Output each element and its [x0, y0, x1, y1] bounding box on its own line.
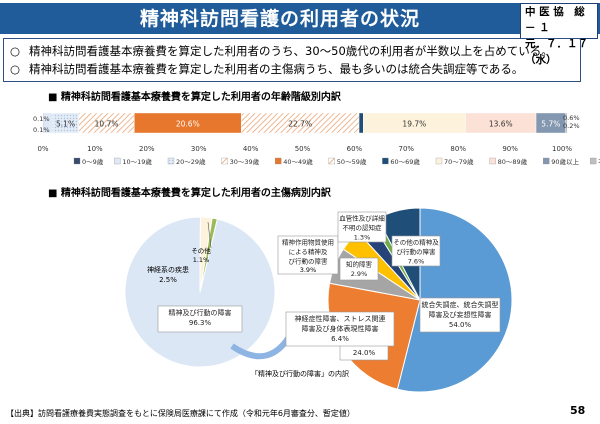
legend-swatch	[543, 157, 550, 165]
key-point: ○ 精神科訪問看護基本療養費を算定した利用者の主傷病うち、最も多いのは統合失調症…	[10, 60, 574, 78]
pie-slice	[199, 217, 218, 293]
leader-line	[207, 221, 212, 249]
pie-label: 障害及び身体表現性障害	[302, 324, 379, 333]
bullet-circle-icon: ○	[10, 62, 21, 76]
bar-data-label: 13.6%	[489, 120, 513, 129]
pie-label: 7.6%	[408, 258, 425, 266]
key-point-text: 精神科訪問看護基本療養費を算定した利用者の主傷病うち、最も多いのは統合失調症等で…	[29, 62, 524, 76]
label-box	[285, 311, 395, 347]
legend-swatch	[167, 157, 175, 165]
legend-label: 0～9歳	[82, 157, 104, 166]
label-box	[419, 297, 501, 333]
bar-data-label: 5.7%	[541, 120, 560, 129]
key-point: ○ 精神科訪問看護基本療養費を算定した利用者のうち、30～50歳代の利用者が半数…	[10, 42, 574, 60]
title-banner: 精神科訪問看護の利用者の状況	[0, 0, 600, 34]
legend-label: 30～39歳	[230, 157, 260, 166]
pie-label: 不明の認知症	[343, 223, 383, 232]
source-footnote: 【出典】訪問看護療養費実態調査をもとに保険局医療課にて作成（令和元年6月審査分、…	[6, 409, 355, 418]
x-tick-label: 70%	[399, 145, 415, 153]
pie-label: その他の精神及	[393, 238, 439, 247]
page-number: 58	[570, 404, 586, 417]
pie-label: 精神及び行動の障害	[169, 308, 232, 317]
pie-label: 2.5%	[159, 276, 177, 284]
label-box	[277, 235, 339, 275]
meeting-tag-line2: 元．７．１７（水）	[525, 38, 588, 66]
bar-data-label: 22.7%	[288, 120, 312, 129]
legend-swatch	[382, 157, 389, 165]
legend-swatch	[590, 157, 597, 165]
legend-swatch	[328, 157, 335, 165]
legend-label: 不詳	[598, 157, 600, 166]
key-points-box: ○ 精神科訪問看護基本療養費を算定した利用者のうち、30～50歳代の利用者が半数…	[3, 38, 581, 82]
legend-swatch	[221, 157, 228, 165]
key-point-text: 精神科訪問看護基本療養費を算定した利用者のうち、30～50歳代の利用者が半数以上…	[29, 44, 553, 58]
legend-label: 20～29歳	[176, 157, 206, 166]
x-tick-label: 0%	[37, 145, 48, 153]
x-tick-label: 40%	[243, 145, 259, 153]
pie-label: 1.1%	[193, 256, 210, 264]
pie-label: 神経系の疾患	[147, 265, 189, 274]
legend-label: 70～79歳	[444, 157, 474, 166]
bar-data-label: 0.1%	[33, 126, 50, 134]
x-tick-label: 10%	[87, 145, 103, 153]
legend-swatch	[73, 157, 81, 165]
legend-label: 10～19歳	[122, 157, 152, 166]
pie-label: び行動の障害	[289, 257, 329, 266]
pie-label: 統合失調症、統合失調型	[422, 300, 499, 309]
bar-segment	[565, 112, 568, 134]
pie-label: 精神作用物質使用	[282, 238, 334, 247]
pie-label: 96.3%	[189, 319, 212, 327]
legend-label: 90歳以上	[551, 157, 579, 166]
pie-label: による精神及	[289, 247, 328, 256]
pie-label: 血管性及び詳細	[339, 214, 385, 223]
bullet-circle-icon: ○	[10, 44, 21, 58]
meeting-tag-line1: 中 医 協 総 － １	[525, 6, 585, 34]
x-tick-label: 80%	[450, 145, 466, 153]
pie-label: 神経症性障害、ストレス関連	[295, 314, 386, 323]
legend-label: 80～89歳	[498, 157, 528, 166]
bar-data-label: 19.7%	[402, 120, 426, 129]
pie-caption: 「精神及び行動の障害」の内訳	[251, 369, 349, 378]
legend-label: 50～59歳	[337, 157, 367, 166]
meeting-tag: 中 医 協 総 － １ 元．７．１７（水）	[520, 3, 598, 66]
pie-label: 3.9%	[300, 266, 317, 274]
legend-swatch	[275, 157, 282, 165]
bar-data-label: 0.2%	[563, 122, 580, 130]
bar-segment	[358, 112, 364, 134]
legend-swatch	[435, 157, 443, 165]
pie-label: 障害及び妄想性障害	[429, 310, 492, 319]
bar-data-label: 20.6%	[176, 120, 200, 129]
legend-swatch	[489, 157, 496, 165]
legend-swatch	[114, 157, 121, 165]
pie-label: 54.0%	[449, 321, 472, 329]
label-box	[337, 211, 387, 243]
x-tick-label: 50%	[295, 145, 311, 153]
bar-data-label: 5.1%	[56, 120, 75, 129]
bar-data-label: 0.6%	[563, 114, 580, 122]
pie-label: び行動の障害	[397, 247, 437, 256]
pie-label: 知的障害	[346, 260, 373, 269]
x-tick-label: 30%	[191, 145, 207, 153]
pie-label: 1.3%	[354, 234, 371, 242]
pie-label: 2.9%	[351, 270, 368, 278]
legend-label: 40～49歳	[283, 157, 313, 166]
x-tick-label: 20%	[139, 145, 155, 153]
label-box	[339, 257, 379, 281]
x-tick-label: 90%	[502, 145, 518, 153]
disease-section-title: ■ 精神科訪問看護基本療養費を算定した利用者の主傷病別内訳	[48, 188, 331, 199]
age-section-title: ■ 精神科訪問看護基本療養費を算定した利用者の年齢階級別内訳	[48, 92, 341, 103]
bar-data-label: 0.1%	[33, 115, 50, 123]
x-tick-label: 100%	[552, 145, 572, 153]
pie-label: その他	[191, 246, 211, 255]
page-title: 精神科訪問看護の利用者の状況	[139, 8, 420, 30]
label-box	[391, 235, 441, 267]
legend-label: 60～69歳	[390, 157, 420, 166]
x-tick-label: 60%	[347, 145, 363, 153]
bar-data-label: 10.7%	[95, 120, 119, 129]
label-box	[157, 305, 243, 333]
pie-label: 24.0%	[353, 349, 376, 357]
pie-label: 6.4%	[331, 335, 349, 343]
